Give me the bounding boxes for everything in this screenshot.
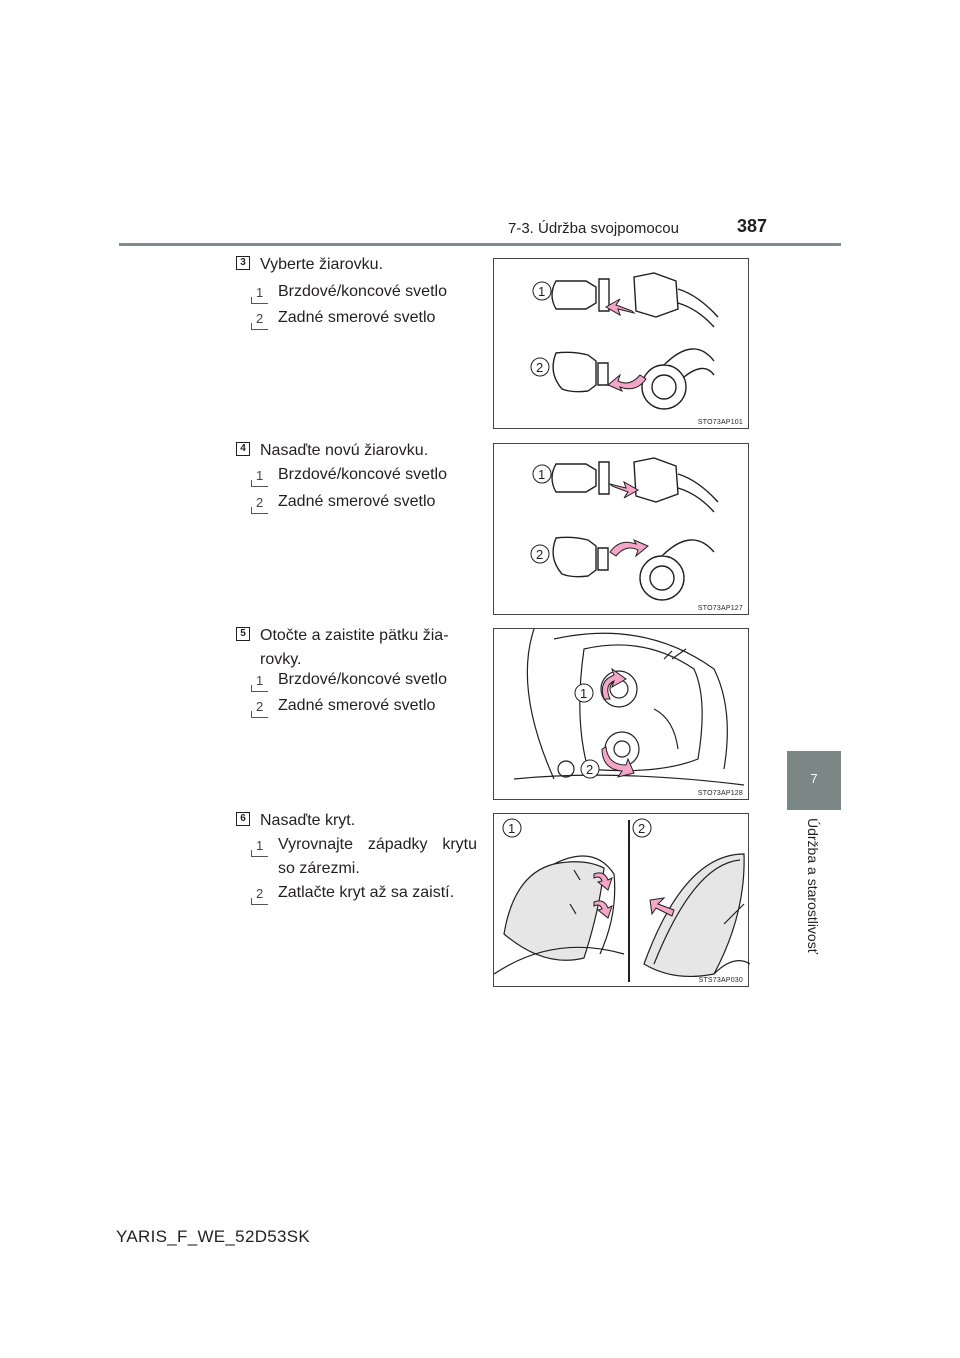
sub-item-number: 2 (250, 699, 269, 718)
step-title: Vyberte žiarovku. (260, 256, 384, 273)
sub-item-text: Vyrovnajte západky krytu so zárezmi. (278, 836, 477, 877)
figure-code: STO73AP128 (697, 790, 743, 797)
chapter-tab: 7 (787, 751, 841, 810)
lamp-housing-illustration: 1 2 (513, 629, 745, 786)
sub-item-text: Brzdové/koncové svetlo (278, 283, 447, 300)
bulb-insertion-illustration: 1 2 (530, 457, 719, 601)
page-number: 387 (737, 216, 768, 236)
sub-item-number: 2 (250, 495, 269, 514)
sub-item-number: 1 (250, 673, 269, 692)
figure-callout-1: 1 (538, 284, 545, 299)
step-number-badge: 4 (236, 442, 250, 456)
figure-code: STO73AP101 (697, 419, 743, 426)
figure-callout-2: 2 (536, 547, 543, 562)
sub-item-number: 2 (250, 886, 269, 905)
sub-item-text: Zadné smerové svetlo (278, 309, 436, 326)
sub-item-number: 2 (250, 311, 269, 330)
sub-item-number: 1 (250, 285, 269, 304)
header-rule (119, 243, 841, 246)
figure-callout-2: 2 (638, 821, 645, 836)
step-title: Otočte a zaistite pätku žia-rovky. (260, 627, 449, 668)
step-number-badge: 5 (236, 627, 250, 641)
step-title: Nasaďte novú žiarovku. (260, 442, 429, 459)
figure-callout-2: 2 (586, 762, 593, 777)
sub-item-number: 1 (250, 838, 269, 857)
figure-callout-1: 1 (538, 467, 545, 482)
document-code: YARIS_F_WE_52D53SK (116, 1227, 311, 1246)
cover-installation-illustration: 1 2 (494, 818, 750, 982)
sub-item-text: Zatlačte kryt až sa zaistí. (278, 884, 455, 901)
figure-install-cover: 1 2 STS73AP030 (493, 813, 750, 987)
figure-callout-1: 1 (508, 821, 515, 836)
step-number-badge: 3 (236, 256, 250, 270)
step-number-badge: 6 (236, 812, 250, 826)
figure-rotate-socket: 1 2 STO73AP128 (493, 628, 749, 800)
figure-code: STO73AP127 (697, 605, 743, 612)
figure-insert-bulb: 1 2 STO73AP127 (493, 443, 749, 615)
figure-remove-bulb: 1 2 STO73AP101 (493, 258, 749, 429)
figure-callout-1: 1 (580, 686, 587, 701)
figure-callout-2: 2 (536, 360, 543, 375)
sub-item-text: Zadné smerové svetlo (278, 697, 436, 714)
chapter-title: Údržba a starostlivosť (805, 818, 821, 954)
figure-code: STS73AP030 (698, 977, 743, 984)
sub-item-number: 1 (250, 468, 269, 487)
chapter-number: 7 (810, 771, 818, 786)
step-title: Nasaďte kryt. (260, 812, 356, 829)
sub-item-text: Brzdové/koncové svetlo (278, 671, 447, 688)
bulb-removal-illustration: 1 2 (530, 272, 719, 410)
sub-item-text: Zadné smerové svetlo (278, 493, 436, 510)
section-title: 7-3. Údržba svojpomocou (508, 220, 679, 237)
sub-item-text: Brzdové/koncové svetlo (278, 466, 447, 483)
